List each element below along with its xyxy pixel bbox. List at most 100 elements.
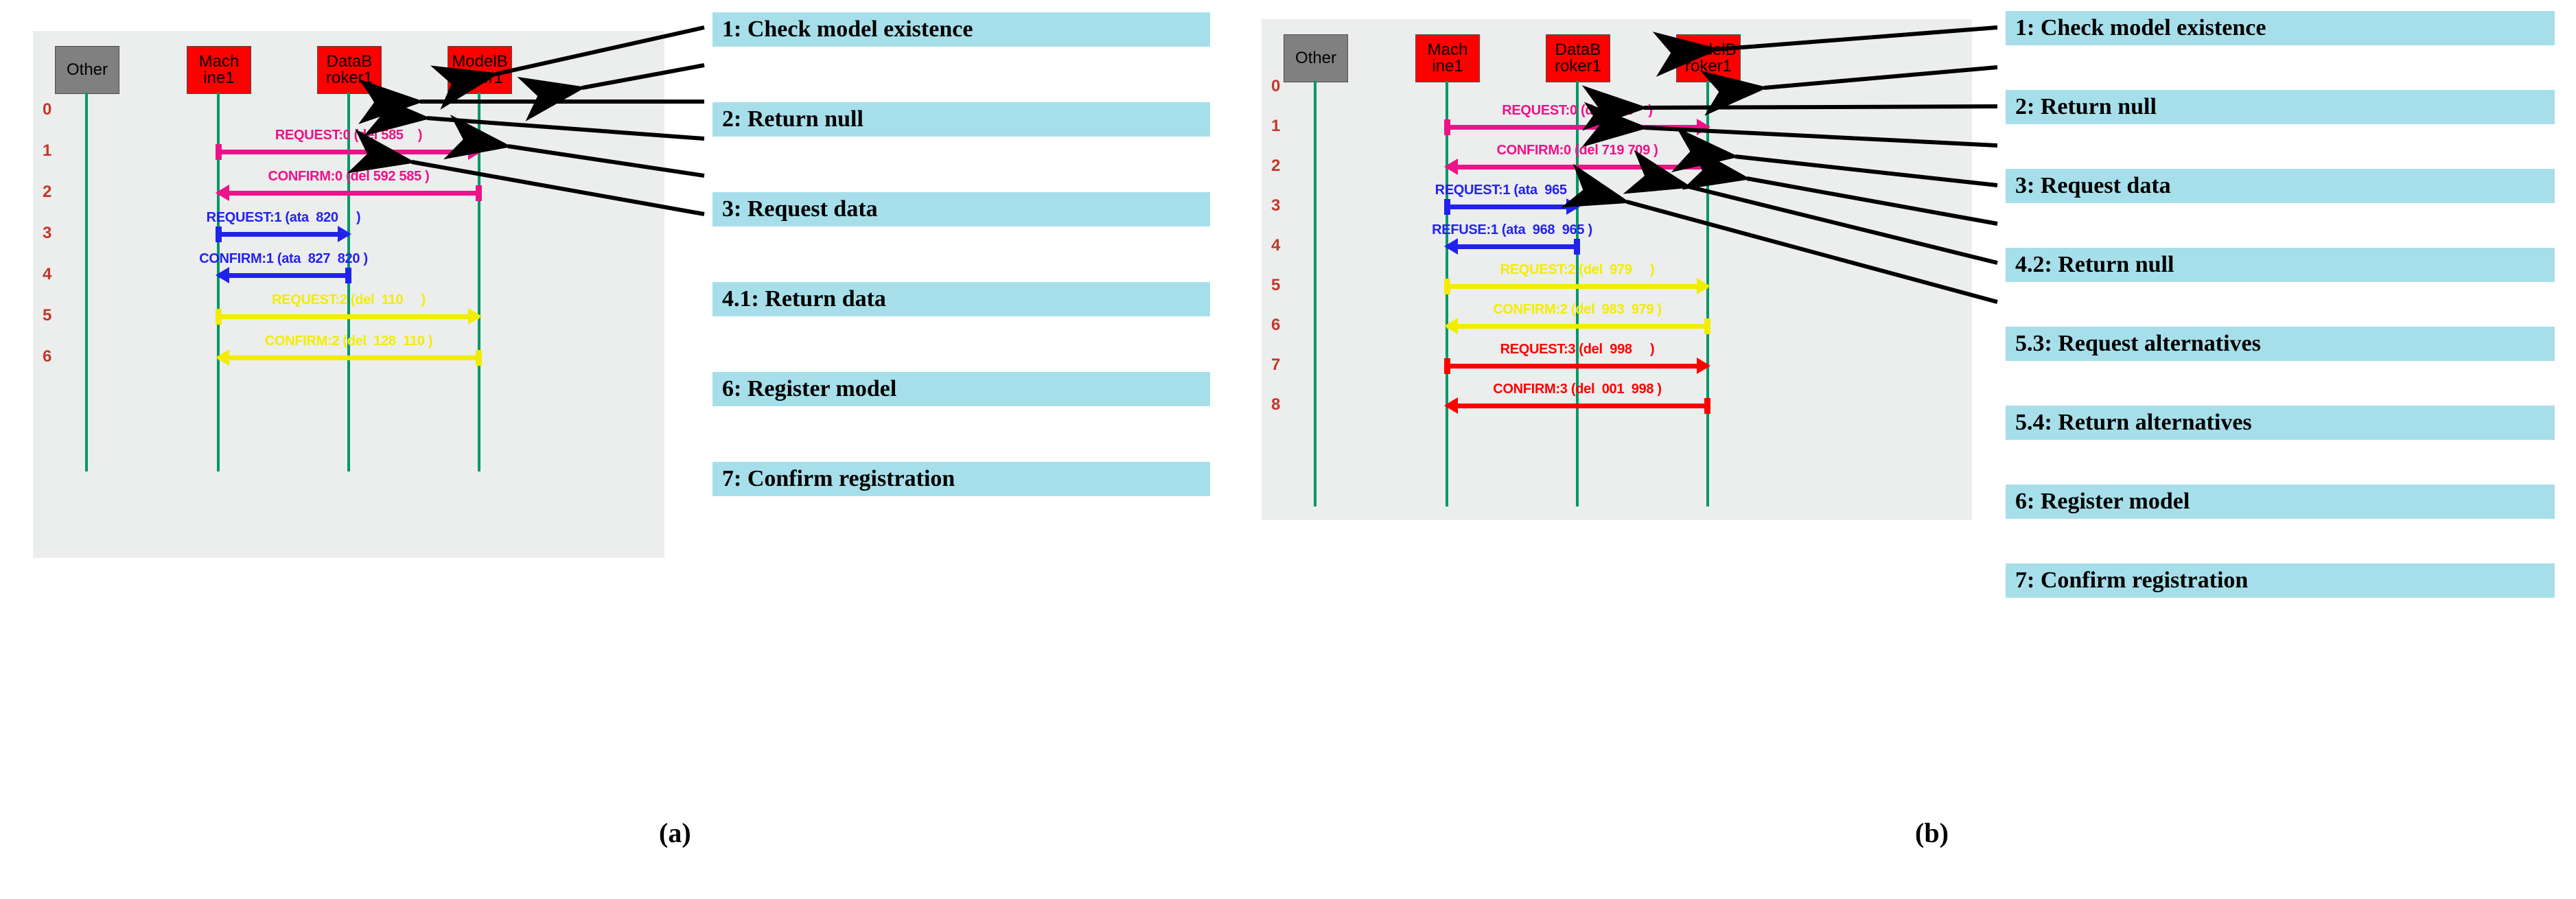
row-number: 6 (1271, 316, 1281, 335)
row-number: 0 (1271, 77, 1281, 96)
row-number: 6 (43, 347, 52, 366)
legend-item-a-3: 3: Request data (712, 192, 1210, 226)
message-tail-cap (1704, 318, 1710, 334)
lifeline-head-line1: Other (1295, 48, 1337, 67)
row-number: 4 (1271, 236, 1281, 255)
message-label: REQUEST:0 (del 585 ) (275, 128, 423, 143)
message-label: REFUSE:1 (ata 968 965 ) (1432, 222, 1592, 237)
message-tail-cap (1444, 119, 1450, 135)
lifeline-head-line1: DataB (326, 51, 373, 71)
row-number: 2 (1271, 156, 1281, 176)
message-tail-cap (345, 268, 351, 283)
message-tail-cap (476, 350, 482, 366)
message-shaft (218, 150, 479, 154)
message-arrow-head (468, 143, 482, 160)
message-label: CONFIRM:2 (del 128 110 ) (264, 334, 433, 349)
message-arrow-head (1444, 159, 1458, 175)
message-tail-cap (1574, 239, 1580, 255)
message-tail-cap (216, 226, 222, 242)
message-arrow: REQUEST:2 (del 979 ) (1444, 262, 1710, 296)
message-tail-cap (1444, 279, 1450, 294)
message-arrow-head (1566, 198, 1580, 215)
legend-item-b-3: 3: Request data (2006, 169, 2555, 203)
message-label: REQUEST:1 (ata 965 ) (1435, 183, 1590, 198)
message-arrow: CONFIRM:2 (del 983 979 ) (1444, 302, 1710, 336)
message-arrow: REQUEST:3 (del 998 ) (1444, 342, 1710, 376)
legend-item-b-4-2: 4.2: Return null (2006, 248, 2555, 282)
message-arrow: CONFIRM:1 (ata 827 820 ) (199, 251, 368, 285)
message-tail-cap (1704, 159, 1710, 175)
message-arrow-head (1697, 278, 1710, 294)
message-arrow: REQUEST:1 (ata 965 ) (1435, 183, 1590, 217)
row-number: 5 (43, 306, 52, 325)
message-label: REQUEST:3 (del 998 ) (1500, 342, 1655, 357)
message-tail-cap (216, 144, 222, 160)
lifeline-head-line2: ine1 (1432, 57, 1463, 75)
legend-item-a-2: 2: Return null (712, 102, 1210, 137)
message-tail-cap (1444, 199, 1450, 215)
message-shaft (1447, 324, 1708, 329)
lifeline-head-line2: roker1 (1684, 57, 1732, 75)
legend-item-a-6: 6: Register model (712, 372, 1210, 406)
message-tail-cap (216, 309, 222, 325)
message-shaft (1447, 404, 1708, 408)
lifeline-head-other: Other (1284, 34, 1348, 82)
row-number: 2 (43, 183, 52, 202)
message-label: REQUEST:2 (del 110 ) (272, 292, 426, 307)
row-number: 3 (1271, 196, 1281, 215)
message-arrow-head (1697, 119, 1710, 135)
message-shaft (1447, 364, 1708, 369)
message-arrow-head (468, 308, 482, 325)
message-arrow: REFUSE:1 (ata 968 965 ) (1432, 222, 1592, 257)
message-arrow: CONFIRM:0 (del 592 585 ) (216, 169, 482, 203)
message-label: REQUEST:0 (del 709 ) (1502, 103, 1653, 118)
message-shaft (218, 273, 349, 278)
message-shaft (218, 191, 479, 196)
message-shaft (1447, 244, 1577, 249)
message-tail-cap (476, 185, 482, 201)
message-label: CONFIRM:0 (del 719 709 ) (1496, 143, 1658, 158)
message-shaft (218, 232, 349, 237)
row-number: 1 (1271, 117, 1281, 136)
message-arrow: REQUEST:0 (del 709 ) (1444, 103, 1710, 137)
lifeline-databroker1 (1576, 81, 1579, 506)
lifeline-head-line1: Mach (198, 51, 240, 71)
message-arrow: REQUEST:0 (del 585 ) (216, 128, 482, 162)
row-number: 4 (43, 265, 52, 284)
message-shaft (1447, 284, 1708, 289)
row-number: 7 (1271, 355, 1281, 375)
message-arrow-head (216, 185, 229, 201)
legend-item-a-4-1: 4.1: Return data (712, 282, 1210, 316)
subcaption-a: (a) (659, 817, 691, 848)
message-shaft (1447, 205, 1577, 209)
message-shaft (1447, 165, 1708, 170)
legend-item-b-1: 1: Check model existence (2006, 11, 2555, 45)
row-number: 1 (43, 141, 52, 161)
legend-item-b-7: 7: Confirm registration (2006, 563, 2555, 598)
row-number: 3 (43, 224, 52, 243)
message-label: CONFIRM:3 (del 001 998 ) (1493, 382, 1662, 397)
subcaption-b: (b) (1915, 817, 1949, 848)
legend-item-b-5-4: 5.4: Return alternatives (2006, 406, 2555, 440)
legend-item-a-1: 1: Check model existence (712, 12, 1210, 47)
message-arrow-head (1697, 358, 1710, 374)
message-shaft (1447, 125, 1708, 130)
message-arrow: REQUEST:1 (ata 820 ) (207, 210, 361, 244)
lifeline-head-line2: roker1 (1554, 57, 1602, 75)
message-arrow-head (1444, 397, 1458, 414)
message-arrow-head (216, 349, 229, 366)
message-shaft (218, 314, 479, 319)
lifeline-head-line1: ModelB (1680, 40, 1737, 59)
message-arrow-head (338, 226, 351, 242)
message-arrow: CONFIRM:2 (del 128 110 ) (216, 334, 482, 368)
message-label: CONFIRM:0 (del 592 585 ) (268, 169, 430, 184)
lifeline-head-line2: roker1 (325, 69, 373, 87)
lifeline-head-line2: roker1 (456, 69, 504, 87)
